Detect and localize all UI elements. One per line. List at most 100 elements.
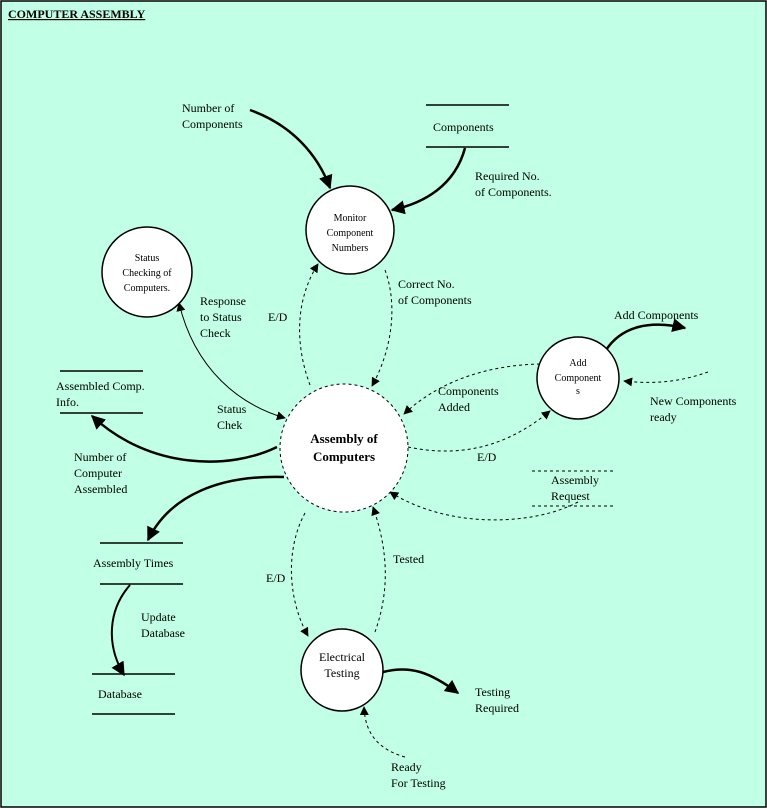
process-monitor: Monitor Component Numbers bbox=[305, 185, 395, 275]
store-assembly-times-label: Assembly Times bbox=[93, 556, 174, 570]
flow-number-of-components bbox=[249, 108, 333, 190]
flow-correct-no bbox=[371, 269, 393, 387]
label-add-components: Add Components bbox=[614, 308, 699, 322]
svg-text:Update: Update bbox=[141, 610, 176, 624]
label-number-assembled-1: Number of bbox=[74, 450, 126, 464]
label-ed-testing: E/D bbox=[266, 571, 286, 585]
svg-text:Checking of: Checking of bbox=[122, 268, 172, 279]
store-assembly-request-line1: Assembly bbox=[551, 473, 599, 487]
store-assembled-info: Assembled Comp. Info. bbox=[56, 370, 145, 414]
store-database-label: Database bbox=[98, 687, 142, 701]
svg-text:Added: Added bbox=[438, 400, 470, 414]
store-assembled-info-line1: Assembled Comp. bbox=[56, 379, 145, 393]
process-add-line2: Component bbox=[555, 373, 602, 384]
flow-update-database bbox=[110, 584, 131, 677]
process-add-line3: s bbox=[576, 386, 580, 397]
process-assembly: Assembly of Computers bbox=[279, 383, 409, 513]
flow-testing-required bbox=[382, 668, 460, 695]
svg-text:Testing: Testing bbox=[324, 666, 359, 680]
flow-tested bbox=[371, 506, 386, 633]
label-ed-monitor: E/D bbox=[268, 310, 288, 324]
flow-ed-monitor bbox=[299, 263, 319, 386]
flow-add-components bbox=[604, 318, 687, 351]
label-correct-no-2: of Components bbox=[398, 293, 472, 307]
svg-text:Required No.: Required No. bbox=[475, 169, 540, 183]
label-update-database-2: Database bbox=[141, 626, 185, 640]
svg-text:Assembly: Assembly bbox=[551, 473, 599, 487]
label-update-database-1: Update bbox=[141, 610, 176, 624]
label-ed-add: E/D bbox=[477, 450, 497, 464]
flow-ed-add bbox=[407, 410, 551, 452]
svg-text:Component: Component bbox=[327, 228, 374, 239]
svg-text:Add: Add bbox=[569, 358, 586, 369]
label-response-2: to Status bbox=[200, 310, 242, 324]
svg-text:Database: Database bbox=[141, 626, 185, 640]
process-add-components: Add Component s bbox=[536, 336, 620, 420]
svg-text:Assembly of: Assembly of bbox=[310, 431, 378, 446]
label-number-of-components-2: Components bbox=[182, 117, 243, 131]
flow-status bbox=[176, 302, 286, 421]
label-response-1: Response bbox=[200, 294, 246, 308]
process-status-line1: Status bbox=[135, 253, 160, 264]
store-components: Components bbox=[426, 104, 509, 148]
svg-text:Component: Component bbox=[555, 373, 602, 384]
process-monitor-line2: Component bbox=[327, 228, 374, 239]
svg-text:Computer: Computer bbox=[74, 466, 122, 480]
svg-text:Chek: Chek bbox=[217, 418, 242, 432]
svg-text:ready: ready bbox=[650, 410, 677, 424]
label-required-no-2: of Components. bbox=[475, 185, 552, 199]
svg-text:s: s bbox=[576, 386, 580, 397]
svg-text:of Components.: of Components. bbox=[475, 185, 552, 199]
flow-assembly-request bbox=[389, 491, 579, 521]
svg-text:Response: Response bbox=[200, 294, 246, 308]
label-number-assembled-3: Assembled bbox=[74, 482, 127, 496]
store-database: Database bbox=[92, 673, 175, 715]
label-components-added-2: Added bbox=[438, 400, 470, 414]
svg-text:Numbers: Numbers bbox=[332, 243, 369, 254]
svg-text:Monitor: Monitor bbox=[334, 213, 367, 224]
svg-text:Info.: Info. bbox=[56, 395, 79, 409]
label-tested: Tested bbox=[393, 552, 424, 566]
svg-text:Components: Components bbox=[438, 384, 499, 398]
svg-text:Computers.: Computers. bbox=[124, 283, 170, 294]
process-status-line2: Checking of bbox=[122, 268, 172, 279]
svg-text:Number of: Number of bbox=[182, 101, 234, 115]
process-status: Status Checking of Computers. bbox=[101, 226, 193, 318]
process-electrical-testing: Electrical Testing bbox=[300, 628, 384, 712]
store-assembly-request: Assembly Request bbox=[532, 470, 613, 507]
svg-text:Required: Required bbox=[475, 701, 519, 715]
svg-text:Testing: Testing bbox=[475, 685, 510, 699]
process-assembly-line1: Assembly of bbox=[310, 431, 378, 446]
svg-text:Status: Status bbox=[217, 402, 247, 416]
process-testing-line1: Electrical bbox=[319, 650, 366, 664]
store-components-label: Components bbox=[433, 120, 494, 134]
svg-text:For Testing: For Testing bbox=[391, 776, 446, 790]
svg-text:Ready: Ready bbox=[391, 760, 422, 774]
label-ready-for-testing-2: For Testing bbox=[391, 776, 446, 790]
flow-assembled-info bbox=[90, 415, 278, 463]
label-testing-required-1: Testing bbox=[475, 685, 510, 699]
svg-text:Status: Status bbox=[135, 253, 160, 264]
label-status-chek-2: Chek bbox=[217, 418, 242, 432]
svg-text:Assembled: Assembled bbox=[74, 482, 127, 496]
label-response-3: Check bbox=[200, 326, 231, 340]
label-ready-for-testing-1: Ready bbox=[391, 760, 422, 774]
flow-number-assembled bbox=[146, 475, 285, 542]
svg-text:Assembled Comp.: Assembled Comp. bbox=[56, 379, 145, 393]
process-monitor-line3: Numbers bbox=[332, 243, 369, 254]
process-testing-line2: Testing bbox=[324, 666, 359, 680]
process-monitor-line1: Monitor bbox=[334, 213, 367, 224]
label-components-added-1: Components bbox=[438, 384, 499, 398]
svg-text:Request: Request bbox=[551, 489, 590, 503]
svg-text:Components: Components bbox=[182, 117, 243, 131]
label-new-components-2: ready bbox=[650, 410, 677, 424]
diagram-title: COMPUTER ASSEMBLY bbox=[8, 7, 146, 21]
process-status-line3: Computers. bbox=[124, 283, 170, 294]
flow-required-no bbox=[390, 147, 467, 215]
label-number-of-components-1: Number of bbox=[182, 101, 234, 115]
svg-text:Check: Check bbox=[200, 326, 231, 340]
flow-components-added bbox=[403, 363, 541, 415]
flow-ed-testing bbox=[291, 512, 309, 637]
